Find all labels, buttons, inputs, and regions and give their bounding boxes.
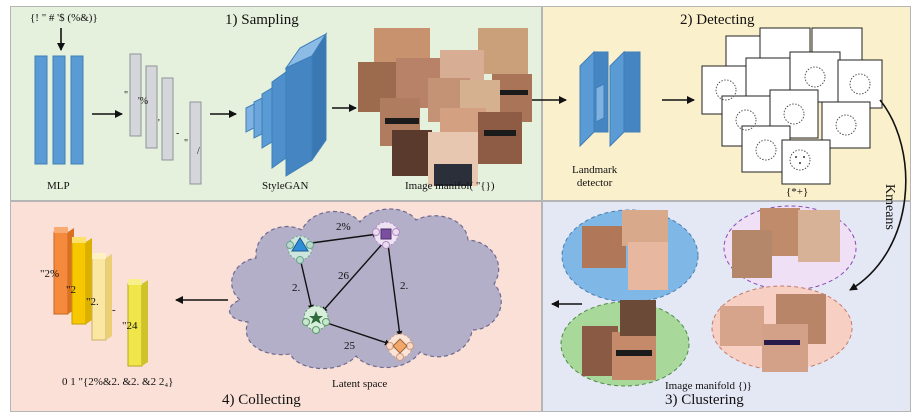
detecting-title: 2) Detecting xyxy=(680,12,755,28)
bar-label-5: "24 xyxy=(122,320,138,332)
node-star xyxy=(302,305,330,334)
w-label-1: " xyxy=(124,90,129,101)
bar-label-1: "2% xyxy=(40,268,60,280)
landmark-detector-block xyxy=(579,50,641,148)
edge-label-right: 2. xyxy=(400,280,409,292)
w-label-6: / xyxy=(197,146,200,157)
landmarks-set-label: {*+} xyxy=(786,186,809,198)
landmark-cards xyxy=(701,27,883,185)
w-label-5: " xyxy=(184,138,189,149)
mlp-layer-2 xyxy=(52,55,66,165)
mlp-block xyxy=(34,55,84,165)
image-manifold-clustering-label: Image manifold {)} xyxy=(665,380,752,392)
bar-2 xyxy=(71,241,87,325)
bar-label-4: - xyxy=(112,304,116,316)
bar-label-3: "2. xyxy=(86,296,99,308)
edge-right xyxy=(387,243,403,337)
face-collage-sampling xyxy=(358,28,532,186)
sampling-title: 1) Sampling xyxy=(225,12,299,28)
collected-set-label: 0 1 "{2%&2. &2. &2 2₄} xyxy=(62,376,174,388)
mlp-layer-1 xyxy=(34,55,48,165)
node-square xyxy=(372,221,400,249)
edge-bottom xyxy=(323,321,391,346)
w-label-3: ' xyxy=(158,118,160,129)
edge-mid xyxy=(321,241,385,313)
bar-label-2: "2 xyxy=(66,284,76,296)
latent-space-label: Latent space xyxy=(332,378,388,390)
collected-vectors xyxy=(53,227,148,367)
edge-left xyxy=(299,257,314,311)
mlp-layer-3 xyxy=(70,55,84,165)
image-manifold-sampling-label: Image manifol( "{}) xyxy=(405,180,495,192)
clustering-title: 3) Clustering xyxy=(665,392,744,408)
node-triangle xyxy=(286,235,314,264)
cluster-faces xyxy=(582,208,840,380)
edge-label-top: 2% xyxy=(336,221,351,233)
edge-label-left: 2. xyxy=(292,282,301,294)
collecting-title: 4) Collecting xyxy=(222,392,301,408)
input-latent-label: {! " # '$ (%&)} xyxy=(30,12,98,24)
kmeans-arrow xyxy=(849,99,907,291)
w-vectors xyxy=(129,53,202,185)
kmeans-label: Kmeans xyxy=(882,184,897,230)
landmark-dots xyxy=(715,66,871,171)
w-label-2: '% xyxy=(138,96,149,107)
w-label-4: - xyxy=(176,128,180,139)
edge-label-bottom: 25 xyxy=(344,340,355,352)
edge-top xyxy=(303,231,379,245)
latent-cloud xyxy=(229,208,502,370)
mlp-label: MLP xyxy=(47,180,70,192)
stylegan-block xyxy=(245,32,328,177)
landmark-detector-label: Landmark detector xyxy=(572,164,618,189)
edge-label-mid: 26 xyxy=(338,270,349,282)
stylegan-label: StyleGAN xyxy=(262,180,309,192)
node-diamond xyxy=(386,333,414,361)
